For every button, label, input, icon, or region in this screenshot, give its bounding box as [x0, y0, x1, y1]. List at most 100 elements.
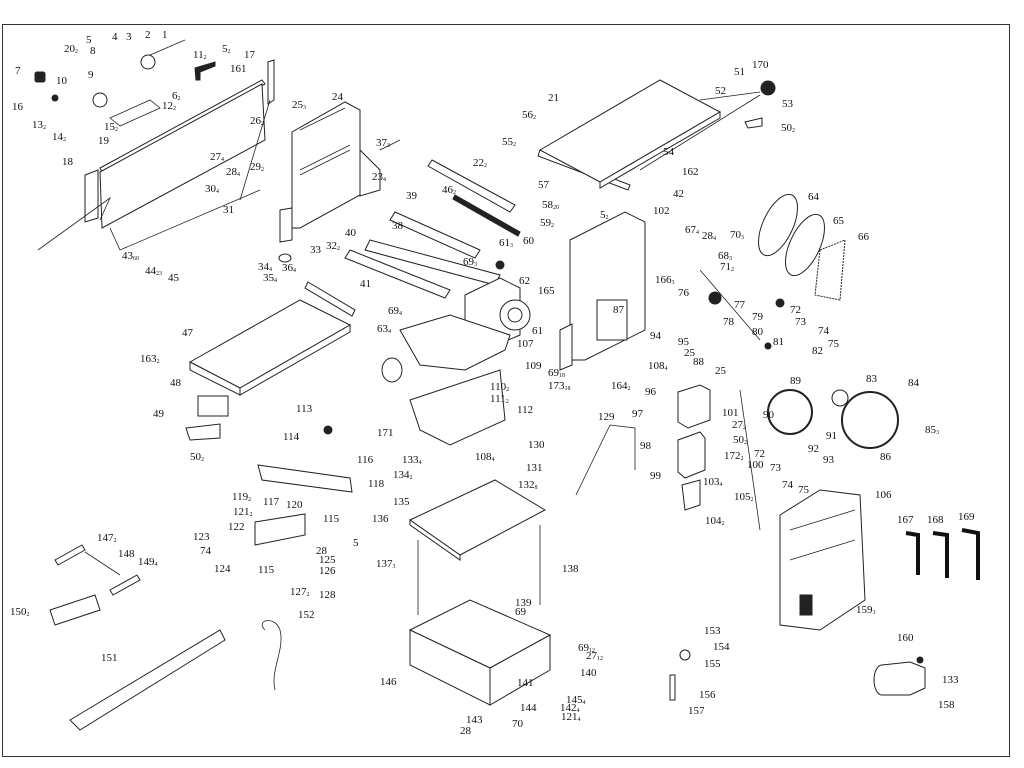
part-label-106: 106 — [875, 490, 892, 501]
part-number: 63 — [377, 323, 388, 335]
part-number: 42 — [673, 188, 684, 200]
part-label-35: 354 — [263, 273, 277, 285]
part-quantity: 2 — [337, 246, 340, 252]
part-quantity: 3 — [729, 256, 732, 262]
part-quantity: 4 — [576, 708, 580, 714]
part-label-117: 117 — [263, 497, 279, 508]
part-label-72a: 72 — [790, 305, 801, 316]
part-quantity: 4 — [491, 457, 495, 463]
part-label-44: 4423 — [145, 266, 162, 278]
part-label-92: 92 — [808, 444, 819, 455]
part-label-52: 52 — [715, 86, 726, 97]
part-number: 141 — [517, 677, 534, 689]
part-number: 142 — [560, 702, 577, 714]
part-label-17: 17 — [244, 50, 255, 61]
part-label-11: 112 — [193, 50, 207, 62]
part-label-68: 683 — [718, 250, 732, 263]
part-label-4: 4 — [112, 32, 118, 43]
part-quantity: 2 — [513, 142, 516, 148]
part-label-121b: 1214 — [561, 712, 581, 724]
part-label-164: 1642 — [611, 380, 631, 393]
part-label-27c: 2712 — [586, 651, 603, 663]
part-label-10: 10 — [56, 76, 67, 87]
part-number: 52 — [715, 85, 726, 97]
part-number: 46 — [442, 184, 453, 196]
part-number: 103 — [703, 476, 720, 488]
part-label-69a: 693 — [463, 257, 477, 269]
part-number: 56 — [522, 109, 533, 121]
part-quantity: 2 — [506, 387, 510, 393]
part-label-128: 128 — [319, 590, 336, 601]
part-number: 25 — [684, 347, 695, 359]
part-number: 125 — [319, 554, 336, 566]
part-number: 69 — [515, 606, 526, 618]
part-label-75a: 75 — [828, 339, 839, 350]
part-quantity: 3 — [741, 235, 744, 241]
part-label-138: 138 — [562, 564, 579, 575]
part-label-41: 41 — [360, 279, 371, 290]
part-number: 95 — [678, 336, 689, 348]
part-label-118: 118 — [368, 479, 384, 490]
part-number: 18 — [62, 156, 73, 168]
part-label-101: 101 — [722, 408, 739, 419]
part-number: 121 — [233, 506, 250, 518]
part-number: 106 — [875, 489, 892, 501]
part-number: 27 — [732, 419, 743, 431]
part-label-166: 1663 — [655, 275, 675, 287]
right-frame — [559, 211, 646, 371]
part-number: 164 — [611, 380, 628, 392]
part-number: 73 — [795, 316, 806, 328]
part-label-16: 16 — [12, 102, 23, 113]
part-label-2: 2 — [145, 30, 151, 41]
part-number: 132 — [518, 479, 535, 491]
part-label-102: 102 — [653, 206, 670, 217]
part-quantity: 2 — [115, 127, 118, 133]
part-quantity: 4 — [664, 366, 668, 372]
part-number: 68 — [718, 250, 729, 262]
part-quantity: 2 — [484, 163, 487, 169]
part-label-5d: 5 — [353, 538, 359, 549]
part-label-111: 1112 — [490, 394, 509, 406]
part-quantity: 2 — [261, 121, 264, 127]
part-number: 135 — [393, 496, 410, 508]
part-number: 86 — [880, 451, 891, 463]
part-number: 155 — [704, 658, 721, 670]
part-number: 115 — [258, 564, 275, 576]
part-label-87: 87 — [613, 305, 624, 316]
part-number: 5 — [222, 43, 228, 55]
part-quantity: 4 — [719, 482, 723, 488]
part-label-89: 89 — [790, 376, 801, 387]
part-quantity: 3 — [392, 564, 396, 570]
part-number: 146 — [380, 676, 397, 688]
part-label-98: 98 — [640, 441, 651, 452]
part-label-55: 552 — [502, 137, 516, 149]
part-number: 104 — [705, 515, 722, 527]
part-label-77: 77 — [734, 300, 745, 311]
part-label-8: 8 — [90, 46, 96, 57]
part-number: 124 — [214, 563, 231, 575]
part-number: 118 — [368, 478, 385, 490]
part-number: 137 — [376, 558, 393, 570]
part-number: 53 — [782, 98, 793, 110]
part-number: 26 — [250, 115, 261, 127]
part-label-49: 49 — [153, 409, 164, 420]
part-number: 7 — [15, 65, 21, 77]
part-label-159: 1593 — [856, 605, 876, 617]
part-number: 5 — [86, 34, 92, 46]
part-quantity: 2 — [409, 475, 413, 481]
part-number: 54 — [663, 146, 674, 158]
part-number: 163 — [140, 353, 157, 365]
part-label-86: 86 — [880, 452, 891, 463]
part-label-1: 1 — [162, 30, 168, 41]
part-number: 158 — [938, 699, 955, 711]
part-label-173: 17318 — [548, 381, 571, 393]
part-number: 120 — [286, 499, 303, 511]
part-label-121a: 1212 — [233, 506, 253, 519]
part-label-90: 90 — [763, 410, 774, 421]
part-label-74c: 74 — [200, 546, 211, 557]
part-label-30: 304 — [205, 184, 219, 196]
part-label-26: 262 — [250, 115, 264, 128]
part-number: 116 — [357, 454, 374, 466]
part-label-95: 95 — [678, 337, 689, 348]
